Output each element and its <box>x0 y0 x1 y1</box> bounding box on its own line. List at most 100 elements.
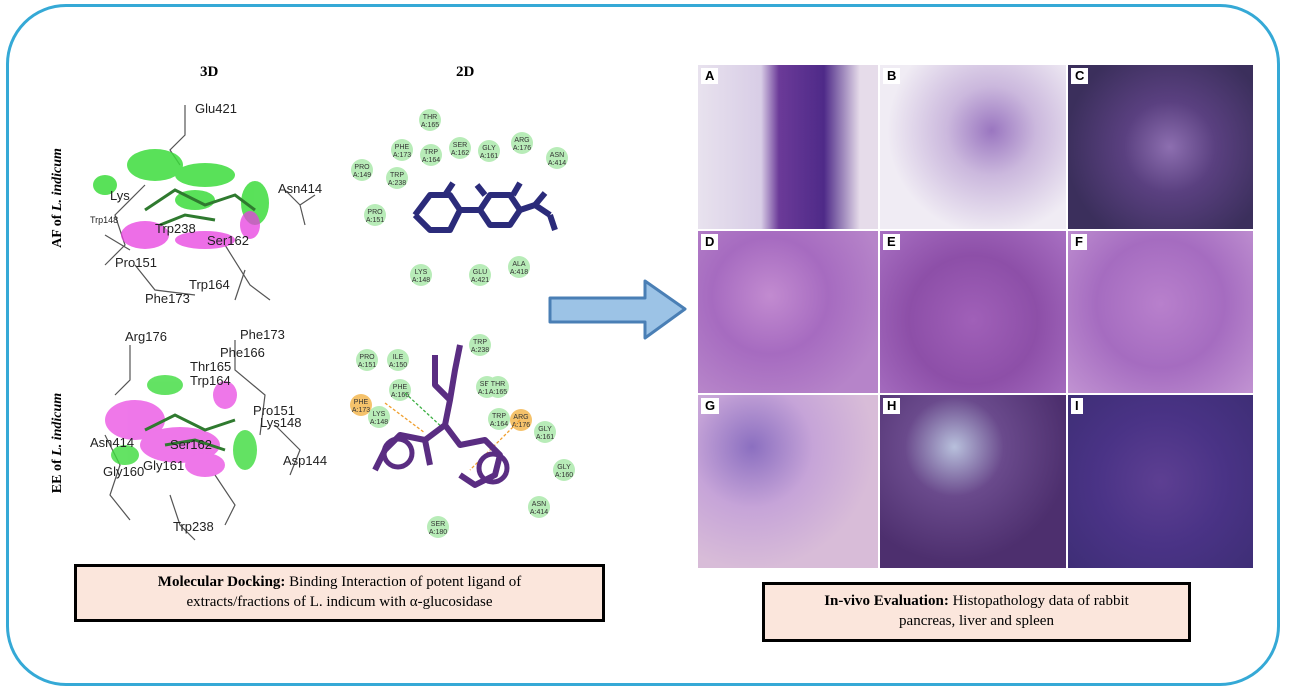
af-2d-residue-circle <box>410 264 432 286</box>
histology-panel-label: B <box>883 68 901 84</box>
af-2d-residue-label: THR <box>423 114 437 121</box>
ee-2d-residue-circle <box>469 334 491 356</box>
histology-panel-e: E <box>880 231 1066 393</box>
row-label-ee-prefix: EE of <box>50 455 65 494</box>
ee-3d-label-trp238: Trp238 <box>173 519 214 534</box>
histology-panel-label: I <box>1071 398 1083 414</box>
ee-3d-label-phe173: Phe173 <box>240 327 285 342</box>
histology-panel-g: G <box>698 395 878 568</box>
histology-panel-d: D <box>698 231 878 393</box>
histology-panel-label: A <box>701 68 719 84</box>
af-2d-residue-circle <box>469 264 491 286</box>
header-2d: 2D <box>456 64 475 80</box>
ee-2d-residue-label: A:414 <box>530 509 548 516</box>
ee-2d-residue-label: TRP <box>492 413 506 420</box>
rounded-frame <box>6 4 1280 686</box>
ee-3d-docking-view: Arg176 Phe173 Phe166 Thr165 Trp164 Pro15… <box>90 327 327 541</box>
ee-3d-label-lys148: Lys148 <box>260 415 301 430</box>
af-3d-label-lys: Lys <box>110 188 130 203</box>
histology-panel-label: E <box>883 234 900 250</box>
ee-2d-residue-circle <box>387 349 409 371</box>
ee-2d-residue-label: A:165 <box>489 389 507 396</box>
af-2d-residue-circle <box>511 132 533 154</box>
ee-2d-residue-label: GLY <box>538 426 552 433</box>
ee-2d-residue-circle <box>427 516 449 538</box>
row-label-ee: EE of L. indicum <box>50 373 66 513</box>
ee-2d-residue-circle <box>488 408 510 430</box>
histology-panel-b: B <box>880 65 1066 229</box>
ee-2d-residue-circle <box>368 406 390 428</box>
af-2d-residue-label: A:164 <box>422 157 440 164</box>
ee-2d-residue-circle <box>356 349 378 371</box>
invivo-caption-title: In-vivo Evaluation: <box>824 593 949 609</box>
af-2d-residue-circle <box>419 109 441 131</box>
ee-2d-residue-label: A:161 <box>536 434 554 441</box>
histology-panel-h: H <box>880 395 1066 568</box>
af-3d-label-glu421: Glu421 <box>195 101 237 116</box>
af-2d-interaction-map: THRA:165PHEA:173SERA:162GLYA:161ARGA:176… <box>351 109 568 286</box>
docking-caption-line2: extracts/fractions of L. indicum with α-… <box>186 594 493 610</box>
af-2d-residue-label: LYS <box>415 269 428 276</box>
ee-3d-label-pro151: Pro151 <box>253 403 295 418</box>
af-2d-residue-label: A:418 <box>510 269 528 276</box>
invivo-caption-box: In-vivo Evaluation: Histopathology data … <box>762 582 1191 642</box>
af-2d-residue-label: TRP <box>390 172 404 179</box>
ee-2d-residue-label: A:148 <box>370 419 388 426</box>
histology-panel-label: C <box>1071 68 1089 84</box>
ee-2d-residue-label: PRO <box>359 354 375 361</box>
row-label-af-species: L. indicum <box>50 148 65 212</box>
ee-2d-residue-label: SER <box>431 521 445 528</box>
invivo-caption-line2: pancreas, liver and spleen <box>899 613 1054 629</box>
histology-panel-i: I <box>1068 395 1253 568</box>
ee-2d-residue-label: PHE <box>393 384 408 391</box>
ee-3d-label-asp144: Asp144 <box>283 453 327 468</box>
af-2d-residue-circle <box>391 139 413 161</box>
af-2d-residue-label: A:173 <box>393 152 411 159</box>
ee-2d-residue-label: A:162 <box>478 389 496 396</box>
ee-2d-residue-label: A:173 <box>352 407 370 414</box>
af-2d-residue-circle <box>420 144 442 166</box>
af-2d-residue-circle <box>478 140 500 162</box>
ee-2d-residue-circle <box>487 376 509 398</box>
af-2d-residue-label: SER <box>453 142 467 149</box>
af-2d-residue-label: A:165 <box>421 122 439 129</box>
af-2d-residue-label: GLU <box>473 269 487 276</box>
ee-2d-residue-label: SER <box>480 381 494 388</box>
histology-panel-label: D <box>701 234 719 250</box>
af-2d-residue-circle <box>449 137 471 159</box>
af-2d-residue-circle <box>508 256 530 278</box>
ee-2d-residue-circle <box>528 496 550 518</box>
histology-panel-a: A <box>698 65 878 229</box>
af-2d-residue-circle <box>364 204 386 226</box>
row-label-af-prefix: AF of <box>50 211 65 248</box>
histology-panel-label: H <box>883 398 901 414</box>
ee-2d-residue-label: PHE <box>354 399 369 406</box>
ee-2d-residue-label: A:151 <box>358 362 376 369</box>
ee-3d-label-gly161: Gly161 <box>143 458 184 473</box>
af-2d-residue-label: GLY <box>482 145 496 152</box>
af-2d-residue-label: A:421 <box>471 277 489 284</box>
docking-caption-title: Molecular Docking: <box>157 574 286 590</box>
af-2d-residue-label: PRO <box>354 164 370 171</box>
ee-2d-residue-circle <box>534 421 556 443</box>
ee-2d-residue-label: A:238 <box>471 347 489 354</box>
af-3d-label-phe173: Phe173 <box>145 291 190 306</box>
ee-2d-residue-label: GLY <box>557 464 571 471</box>
